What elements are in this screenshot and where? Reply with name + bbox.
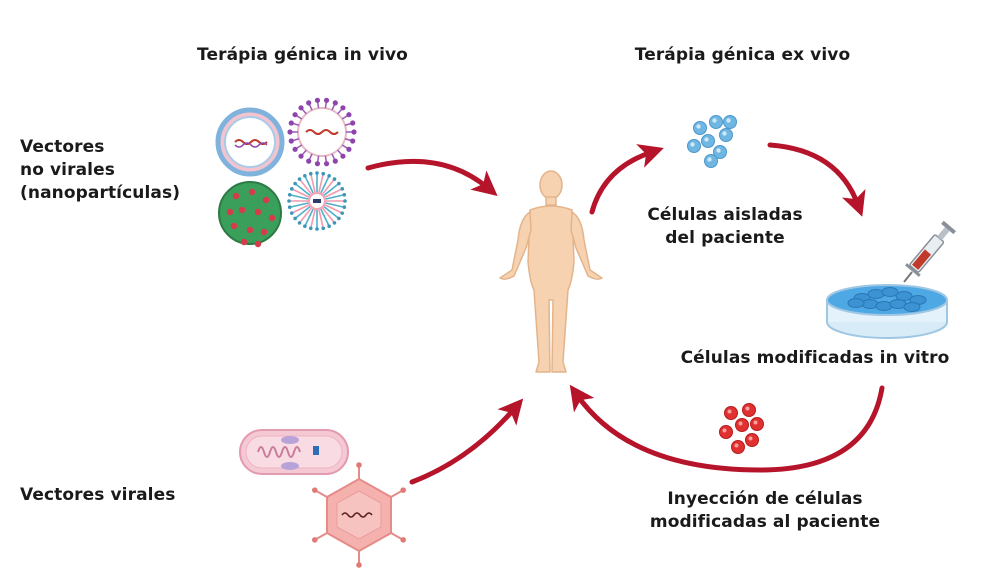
label-isolated-cells: Células aisladas del paciente (647, 205, 803, 248)
micelle-icon (287, 97, 357, 167)
polymer-nanoparticle-icon (218, 181, 282, 248)
petri-dish-icon (826, 284, 948, 339)
red-cells-icon (719, 403, 764, 454)
heading-in-vivo: Terápia génica in vivo (197, 45, 408, 65)
arrow-patient-to-cells (589, 144, 664, 215)
syringe-icon (903, 220, 956, 283)
liposome-icon (215, 107, 285, 177)
arrow-injection-to-patient (569, 384, 885, 473)
label-viral-vectors: Vectores virales (20, 485, 176, 505)
label-non-viral-vectors: Vectores no virales (nanopartículas) (20, 137, 181, 203)
virus-icon (311, 462, 407, 568)
blue-cells-icon (687, 115, 737, 168)
arrow-cells-to-dish (767, 142, 866, 217)
heading-ex-vivo: Terápia génica ex vivo (634, 45, 851, 65)
human-body-icon (499, 170, 603, 373)
arrow-viral-to-patient (409, 398, 524, 485)
arrows (365, 142, 885, 485)
arrow-nonviral-to-patient (365, 158, 498, 196)
label-injection: Inyección de células modificadas al paci… (649, 489, 881, 532)
dendrimer-icon (287, 171, 347, 231)
label-modified-cells: Células modificadas in vitro (680, 348, 950, 368)
bacterium-icon (239, 429, 349, 475)
